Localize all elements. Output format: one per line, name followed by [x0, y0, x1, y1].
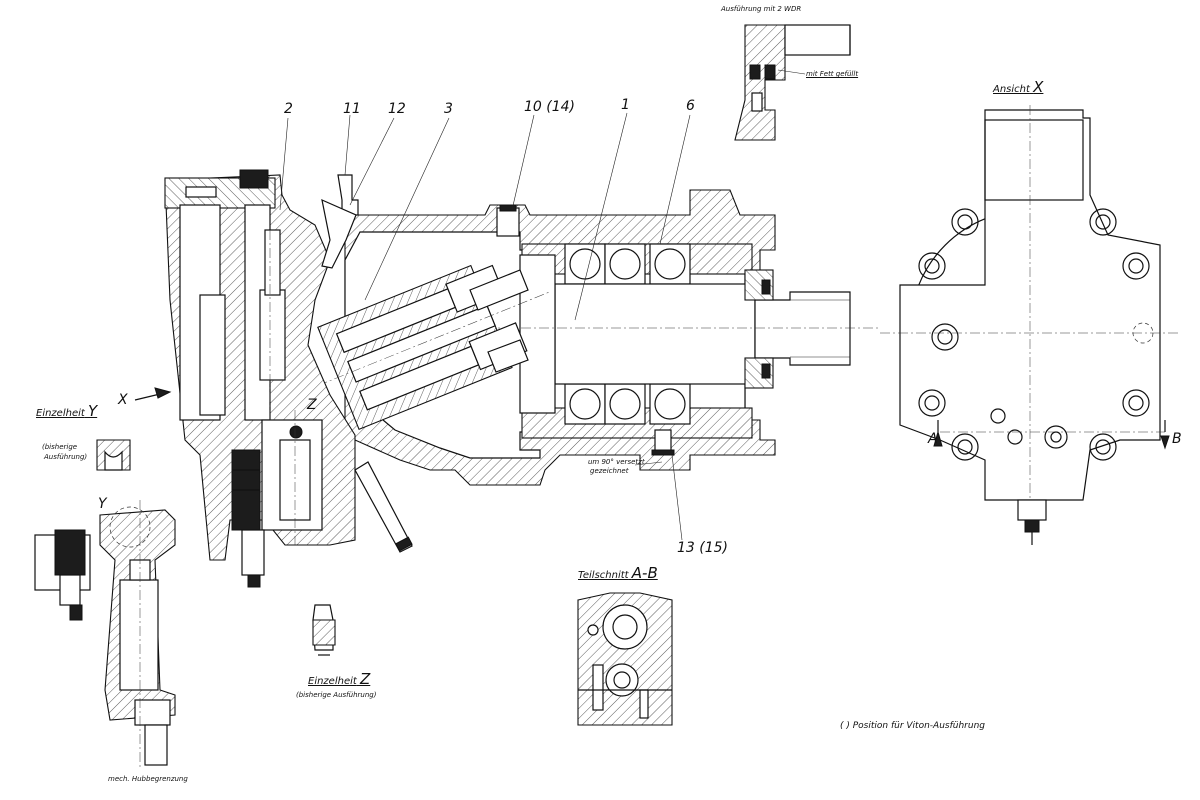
marker-view-x: X [118, 392, 128, 408]
title-ansicht-letter: X [1033, 78, 1044, 96]
callout-3: 3 [444, 101, 453, 117]
note-hubbegrenzung: mech. Hubbegrenzung [108, 775, 188, 783]
callout-6: 6 [686, 98, 695, 114]
title-einzelheit-z: Einzelheit Z [308, 672, 370, 687]
teilschnitt-ab-view [577, 592, 673, 726]
note-versetzt-1: um 90° versetzt [588, 458, 645, 466]
note-fett: mit Fett gefüllt [806, 70, 859, 78]
ansicht-x-view [880, 105, 1180, 545]
callout-1: 1 [621, 97, 630, 113]
callout-13: 13 (15) [677, 540, 729, 556]
einzelheit-z-note: (bisherige Ausführung) [296, 691, 377, 699]
note-versetzt-2: gezeichnet [590, 467, 629, 475]
marker-detail-y: Y [98, 496, 107, 512]
view-arrow [134, 387, 172, 401]
title-einzelheit-z-word: Einzelheit [308, 676, 357, 687]
callout-10: 10 (14) [524, 99, 576, 115]
title-teilschnitt-word: Teilschnitt [578, 570, 629, 581]
callout-11: 11 [343, 101, 361, 117]
callout-12: 12 [388, 101, 406, 117]
hubbegrenzung-detail [34, 500, 176, 770]
title-ansicht-word: Ansicht [993, 84, 1030, 95]
marker-section-a: A [928, 431, 938, 447]
title-einzelheit-y-letter: Y [88, 402, 98, 420]
einzelheit-y-note-1: (bisherige [42, 443, 78, 451]
title-teilschnitt-letters: A-B [631, 564, 658, 582]
einzelheit-y-detail [96, 439, 131, 471]
callout-2: 2 [284, 101, 293, 117]
note-viton: ( ) Position für Viton-Ausführung [840, 721, 985, 731]
detail-2wdr [734, 24, 851, 141]
title-ansicht-x: Ansicht X [993, 80, 1043, 95]
main-section-view [134, 112, 880, 588]
note-2wdr: Ausführung mit 2 WDR [721, 5, 802, 13]
title-einzelheit-z-letter: Z [360, 670, 371, 688]
marker-section-b: B [1172, 431, 1182, 447]
einzelheit-y-note-2: Ausführung) [44, 453, 88, 461]
title-einzelheit-y: Einzelheit Y [36, 404, 97, 419]
title-teilschnitt: Teilschnitt A-B [578, 566, 658, 581]
marker-detail-z: Z [307, 397, 317, 413]
einzelheit-z-detail [312, 604, 336, 656]
title-einzelheit-y-word: Einzelheit [36, 408, 85, 419]
